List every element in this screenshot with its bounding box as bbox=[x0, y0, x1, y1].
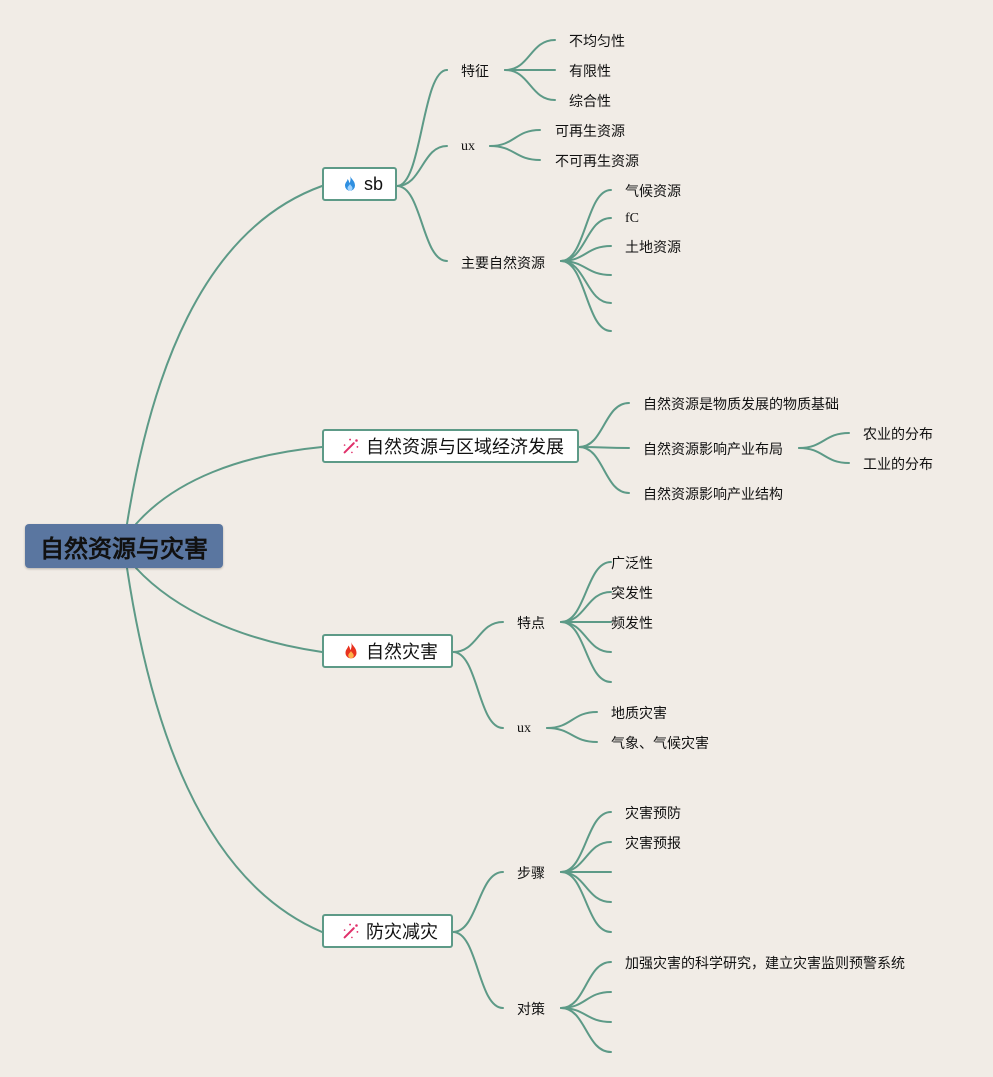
subtopic-steps[interactable]: 步骤 bbox=[517, 865, 545, 881]
connector-b1-c2-0 bbox=[489, 129, 541, 147]
subtopic-industry-structure[interactable]: 自然资源影响产业结构 bbox=[643, 486, 783, 502]
connector-b4-c1-0 bbox=[560, 811, 612, 873]
leaf-weather-climate-disasters[interactable]: 气象、气候灾害 bbox=[611, 735, 709, 751]
subtopic-main-resources[interactable]: 主要自然资源 bbox=[461, 255, 545, 271]
subtopic-industry-layout[interactable]: 自然资源影响产业布局 bbox=[643, 441, 783, 457]
connector-b1-c3-0 bbox=[560, 189, 612, 262]
fire-icon bbox=[345, 641, 357, 659]
connector-b3-c1-3 bbox=[560, 621, 612, 653]
leaf-geological-disasters[interactable]: 地质灾害 bbox=[611, 705, 667, 721]
leaf-nonrenewable[interactable]: 不可再生资源 bbox=[555, 153, 639, 169]
fire-icon bbox=[344, 175, 355, 191]
leaf-comprehensiveness[interactable]: 综合性 bbox=[569, 93, 611, 109]
leaf-disaster-forecast[interactable]: 灾害预报 bbox=[625, 835, 681, 851]
connector-b1-c3-5 bbox=[560, 260, 612, 332]
connector-b4-1 bbox=[452, 931, 504, 1009]
connector-root-b2 bbox=[135, 446, 323, 525]
main-topic-label: 防灾减灾 bbox=[366, 922, 438, 942]
main-topic-resources-economy[interactable]: 自然资源与区域经济发展 bbox=[322, 429, 579, 463]
connector-b2-c2-0 bbox=[798, 432, 850, 449]
leaf-industry-distribution[interactable]: 工业的分布 bbox=[863, 456, 933, 472]
main-topic-natural-disasters[interactable]: 自然灾害 bbox=[322, 634, 453, 668]
connector-b3-0 bbox=[452, 621, 504, 653]
magic-wand-icon bbox=[343, 438, 359, 454]
connector-b3-c2-1 bbox=[546, 727, 598, 743]
connector-b1-c1-0 bbox=[504, 39, 556, 71]
leaf-unevenness[interactable]: 不均匀性 bbox=[569, 33, 625, 49]
connector-b3-c1-1 bbox=[560, 591, 612, 623]
main-topic-label: 自然资源与区域经济发展 bbox=[366, 437, 564, 457]
subtopic-ux[interactable]: ux bbox=[517, 721, 531, 736]
leaf-disaster-prevention[interactable]: 灾害预防 bbox=[625, 805, 681, 821]
leaf-sudden[interactable]: 突发性 bbox=[611, 585, 653, 601]
subtopic-features[interactable]: 特征 bbox=[461, 63, 489, 79]
subtopic-countermeasures[interactable]: 对策 bbox=[517, 1001, 545, 1017]
connector-b4-c1-1 bbox=[560, 841, 612, 873]
connector-b4-0 bbox=[452, 871, 504, 933]
leaf-agriculture-distribution[interactable]: 农业的分布 bbox=[863, 426, 933, 442]
leaf-frequent[interactable]: 频发性 bbox=[611, 615, 653, 631]
main-topic-label: sb bbox=[363, 173, 383, 194]
connector-b2-c2-1 bbox=[798, 447, 850, 464]
leaf-land-resources[interactable]: 土地资源 bbox=[625, 239, 681, 255]
leaf-finiteness[interactable]: 有限性 bbox=[569, 63, 611, 79]
leaf-widespread[interactable]: 广泛性 bbox=[611, 555, 653, 571]
subtopic-characteristics[interactable]: 特点 bbox=[517, 615, 545, 631]
connector-b1-c2-1 bbox=[489, 145, 541, 161]
main-topic-label: 自然灾害 bbox=[366, 642, 438, 662]
root-topic[interactable]: 自然资源与灾害 bbox=[25, 524, 223, 568]
connector-b3-1 bbox=[452, 651, 504, 729]
connector-root-b3 bbox=[135, 567, 323, 653]
connector-b3-c2-0 bbox=[546, 711, 598, 729]
connector-b4-c1-3 bbox=[560, 871, 612, 903]
connector-b3-c1-0 bbox=[560, 561, 612, 623]
connector-b4-c2-3 bbox=[560, 1007, 612, 1053]
connector-b4-c1-4 bbox=[560, 871, 612, 933]
subtopic-material-basis[interactable]: 自然资源是物质发展的物质基础 bbox=[643, 396, 839, 412]
connector-b3-c1-4 bbox=[560, 621, 612, 683]
connector-root-b4 bbox=[126, 567, 323, 933]
leaf-research-warning-system[interactable]: 加强灾害的科学研究，建立灾害监则预警系统 bbox=[625, 955, 905, 971]
connector-b1-1 bbox=[396, 145, 448, 187]
subtopic-ux[interactable]: ux bbox=[461, 139, 475, 154]
magic-wand-icon bbox=[343, 923, 359, 939]
main-topic-sb[interactable]: sb bbox=[322, 167, 397, 201]
leaf-climate-resources[interactable]: 气候资源 bbox=[625, 183, 681, 199]
leaf-renewable[interactable]: 可再生资源 bbox=[555, 123, 625, 139]
connector-b1-c1-2 bbox=[504, 69, 556, 101]
connector-b2-2 bbox=[578, 446, 630, 494]
connector-root-b1 bbox=[126, 185, 323, 525]
connector-b2-0 bbox=[578, 402, 630, 448]
leaf-fc[interactable]: fC bbox=[625, 211, 639, 226]
main-topic-disaster-prevention[interactable]: 防灾减灾 bbox=[322, 914, 453, 948]
connector-b1-0 bbox=[396, 69, 448, 187]
connector-b1-2 bbox=[396, 185, 448, 262]
